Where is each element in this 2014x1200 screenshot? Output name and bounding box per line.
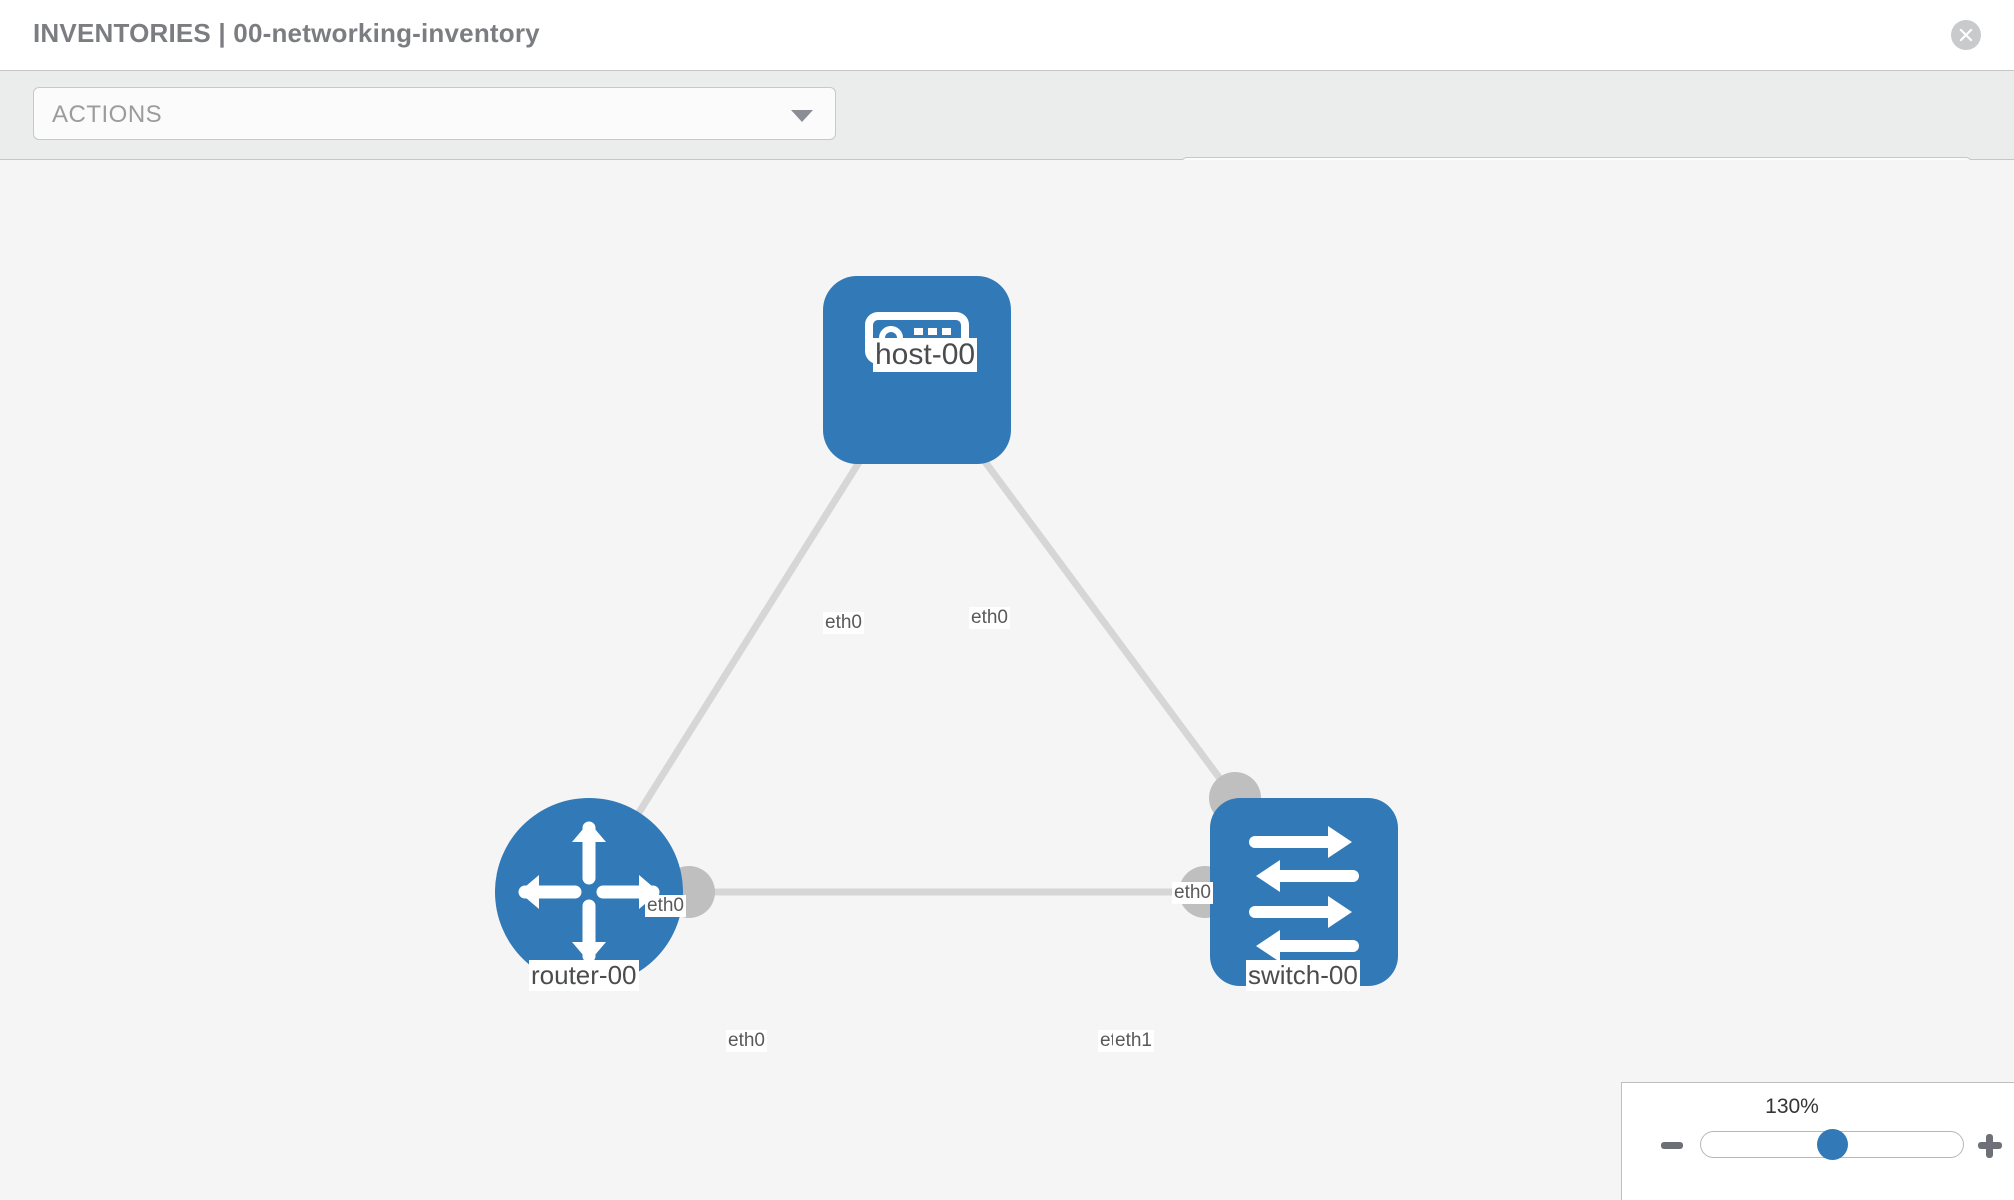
topology-canvas[interactable]: host-00 router-00 switch-00 eth0 eth0 et…: [0, 160, 2014, 1200]
node-label-host-00: host-00: [873, 338, 978, 372]
node-switch-00: [1210, 798, 1398, 986]
zoom-slider-thumb[interactable]: [1817, 1129, 1848, 1160]
iface-label-switch00-north: eth0: [1172, 882, 1213, 904]
topology-graph: [495, 276, 1398, 986]
zoom-out-button[interactable]: [1661, 1142, 1683, 1149]
close-icon[interactable]: [1951, 20, 1981, 50]
zoom-control-panel: 130%: [1621, 1082, 2014, 1200]
iface-label-router00-north: eth0: [645, 895, 686, 917]
chevron-down-icon: [791, 110, 813, 122]
toolbar: ACTIONS: [0, 70, 2014, 211]
node-label-switch-00: switch-00: [1246, 960, 1360, 991]
page-header: INVENTORIES | 00-networking-inventory: [0, 0, 2014, 70]
node-router-00: [495, 798, 683, 986]
page-title: INVENTORIES | 00-networking-inventory: [33, 18, 540, 48]
actions-dropdown-label: ACTIONS: [52, 101, 163, 128]
zoom-in-button-vertical-bar[interactable]: [1986, 1134, 1993, 1158]
iface-label-switch00-west: eth1: [1113, 1030, 1154, 1052]
iface-label-host00-right: eth0: [969, 607, 1010, 629]
iface-label-host00-left: eth0: [823, 612, 864, 634]
node-label-router-00: router-00: [529, 960, 639, 991]
zoom-percent-label: 130%: [1765, 1095, 1819, 1118]
iface-label-router00-east: eth0: [726, 1030, 767, 1052]
actions-dropdown[interactable]: ACTIONS: [33, 87, 836, 140]
